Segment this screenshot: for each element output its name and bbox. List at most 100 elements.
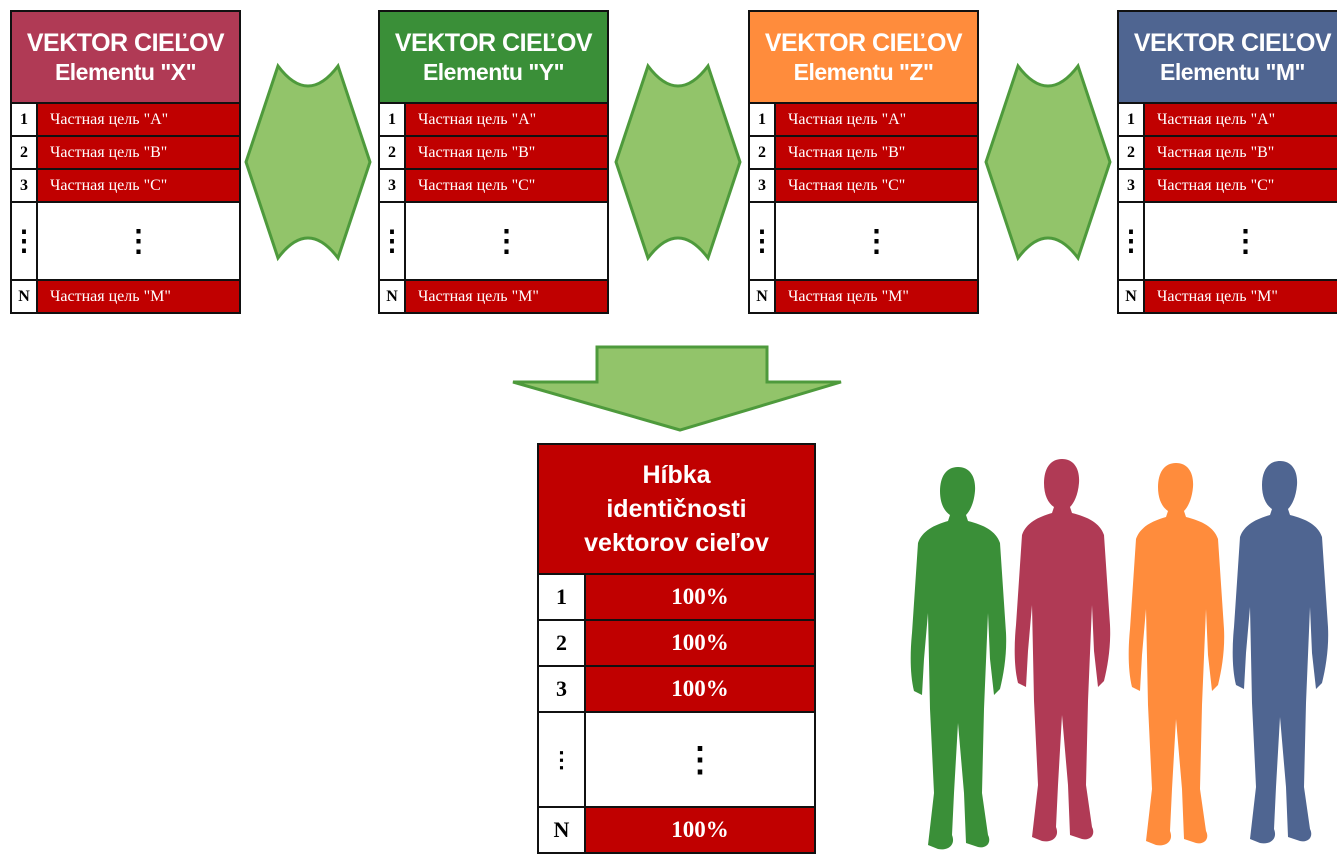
goal-label: Частная цель "A" [776, 104, 977, 135]
table-row-ellipsis: ⋮⋮ [539, 713, 814, 806]
goal-label: Частная цель "C" [1145, 170, 1337, 201]
identity-depth-header: Híbka identičnosti vektorov cieľov [539, 445, 814, 573]
ellipsis: ⋮ [586, 713, 814, 806]
goal-label: Частная цель "A" [1145, 104, 1337, 135]
goal-label: Частная цель "B" [776, 137, 977, 168]
row-number: 3 [750, 170, 774, 201]
row-number: N [750, 281, 774, 312]
row-number: 1 [750, 104, 774, 135]
down-arrow-icon [512, 345, 842, 432]
row-number: 3 [12, 170, 36, 201]
goal-label: Частная цель "A" [406, 104, 607, 135]
goal-label: Частная цель "B" [38, 137, 239, 168]
row-number: 2 [380, 137, 404, 168]
vector-z-subtitle: Elementu "Z" [793, 59, 934, 85]
goal-label: Частная цель "C" [38, 170, 239, 201]
person-silhouette-icon [1128, 463, 1225, 846]
row-number: ⋮ [1117, 203, 1145, 279]
goal-label: Частная цель "B" [406, 137, 607, 168]
ellipsis: ⋮ [38, 203, 239, 279]
row-number: ⋮ [748, 203, 776, 279]
row-number: 2 [539, 621, 584, 665]
identity-depth-title-line1: Híbka [642, 461, 711, 489]
vector-m-header: VEKTOR CIEĽOV Elementu "M" [1119, 12, 1337, 102]
row-number: 1 [539, 575, 584, 619]
vector-x-subtitle: Elementu "X" [54, 59, 197, 85]
goal-label: Частная цель "M" [406, 281, 607, 312]
identity-value: 100% [586, 575, 814, 619]
ellipsis: ⋮ [406, 203, 607, 279]
row-number: ⋮ [378, 203, 406, 279]
double-arrow-icon [984, 62, 1112, 262]
ellipsis: ⋮ [1145, 203, 1337, 279]
goal-label: Частная цель "M" [776, 281, 977, 312]
identity-depth-title-line2: identičnosti [606, 495, 747, 523]
row-number: 2 [12, 137, 36, 168]
row-number: 2 [750, 137, 774, 168]
vector-y-title: VEKTOR CIEĽOV [394, 29, 593, 57]
person-silhouette-icon [910, 467, 1007, 850]
goal-label: Частная цель "A" [38, 104, 239, 135]
row-number: 1 [1119, 104, 1143, 135]
row-number: 2 [1119, 137, 1143, 168]
row-number: 3 [1119, 170, 1143, 201]
row-number: N [539, 808, 584, 852]
row-number: ⋮ [10, 203, 38, 279]
table-row-ellipsis: ⋮⋮ [378, 203, 607, 279]
vector-x-header: VEKTOR CIEĽOV Elementu "X" [12, 12, 239, 102]
vector-z-header: VEKTOR CIEĽOV Elementu "Z" [750, 12, 977, 102]
people-group [910, 459, 1329, 850]
vector-m-title: VEKTOR CIEĽOV [1133, 29, 1332, 57]
vector-z-title: VEKTOR CIEĽOV [764, 29, 963, 57]
double-arrow-icon [244, 62, 372, 262]
table-row-ellipsis: ⋮⋮ [748, 203, 977, 279]
row-number: N [1119, 281, 1143, 312]
person-silhouette-icon [1014, 459, 1111, 842]
goal-label: Частная цель "B" [1145, 137, 1337, 168]
table-row-ellipsis: ⋮⋮ [1117, 203, 1337, 279]
vector-x-title: VEKTOR CIEĽOV [26, 29, 225, 57]
ellipsis: ⋮ [776, 203, 977, 279]
goal-label: Частная цель "C" [406, 170, 607, 201]
row-number: N [380, 281, 404, 312]
person-silhouette-icon [1232, 461, 1329, 844]
vector-y-subtitle: Elementu "Y" [422, 59, 565, 85]
table-row-ellipsis: ⋮⋮ [10, 203, 239, 279]
goal-label: Частная цель "M" [1145, 281, 1337, 312]
identity-value: 100% [586, 808, 814, 852]
identity-value: 100% [586, 621, 814, 665]
row-number: 3 [380, 170, 404, 201]
row-number: 1 [12, 104, 36, 135]
goal-label: Частная цель "C" [776, 170, 977, 201]
row-number: N [12, 281, 36, 312]
row-number: 1 [380, 104, 404, 135]
row-number: ⋮ [539, 713, 584, 806]
goal-label: Частная цель "M" [38, 281, 239, 312]
vector-m-subtitle: Elementu "M" [1160, 59, 1305, 85]
identity-value: 100% [586, 667, 814, 711]
vector-y-header: VEKTOR CIEĽOV Elementu "Y" [380, 12, 607, 102]
